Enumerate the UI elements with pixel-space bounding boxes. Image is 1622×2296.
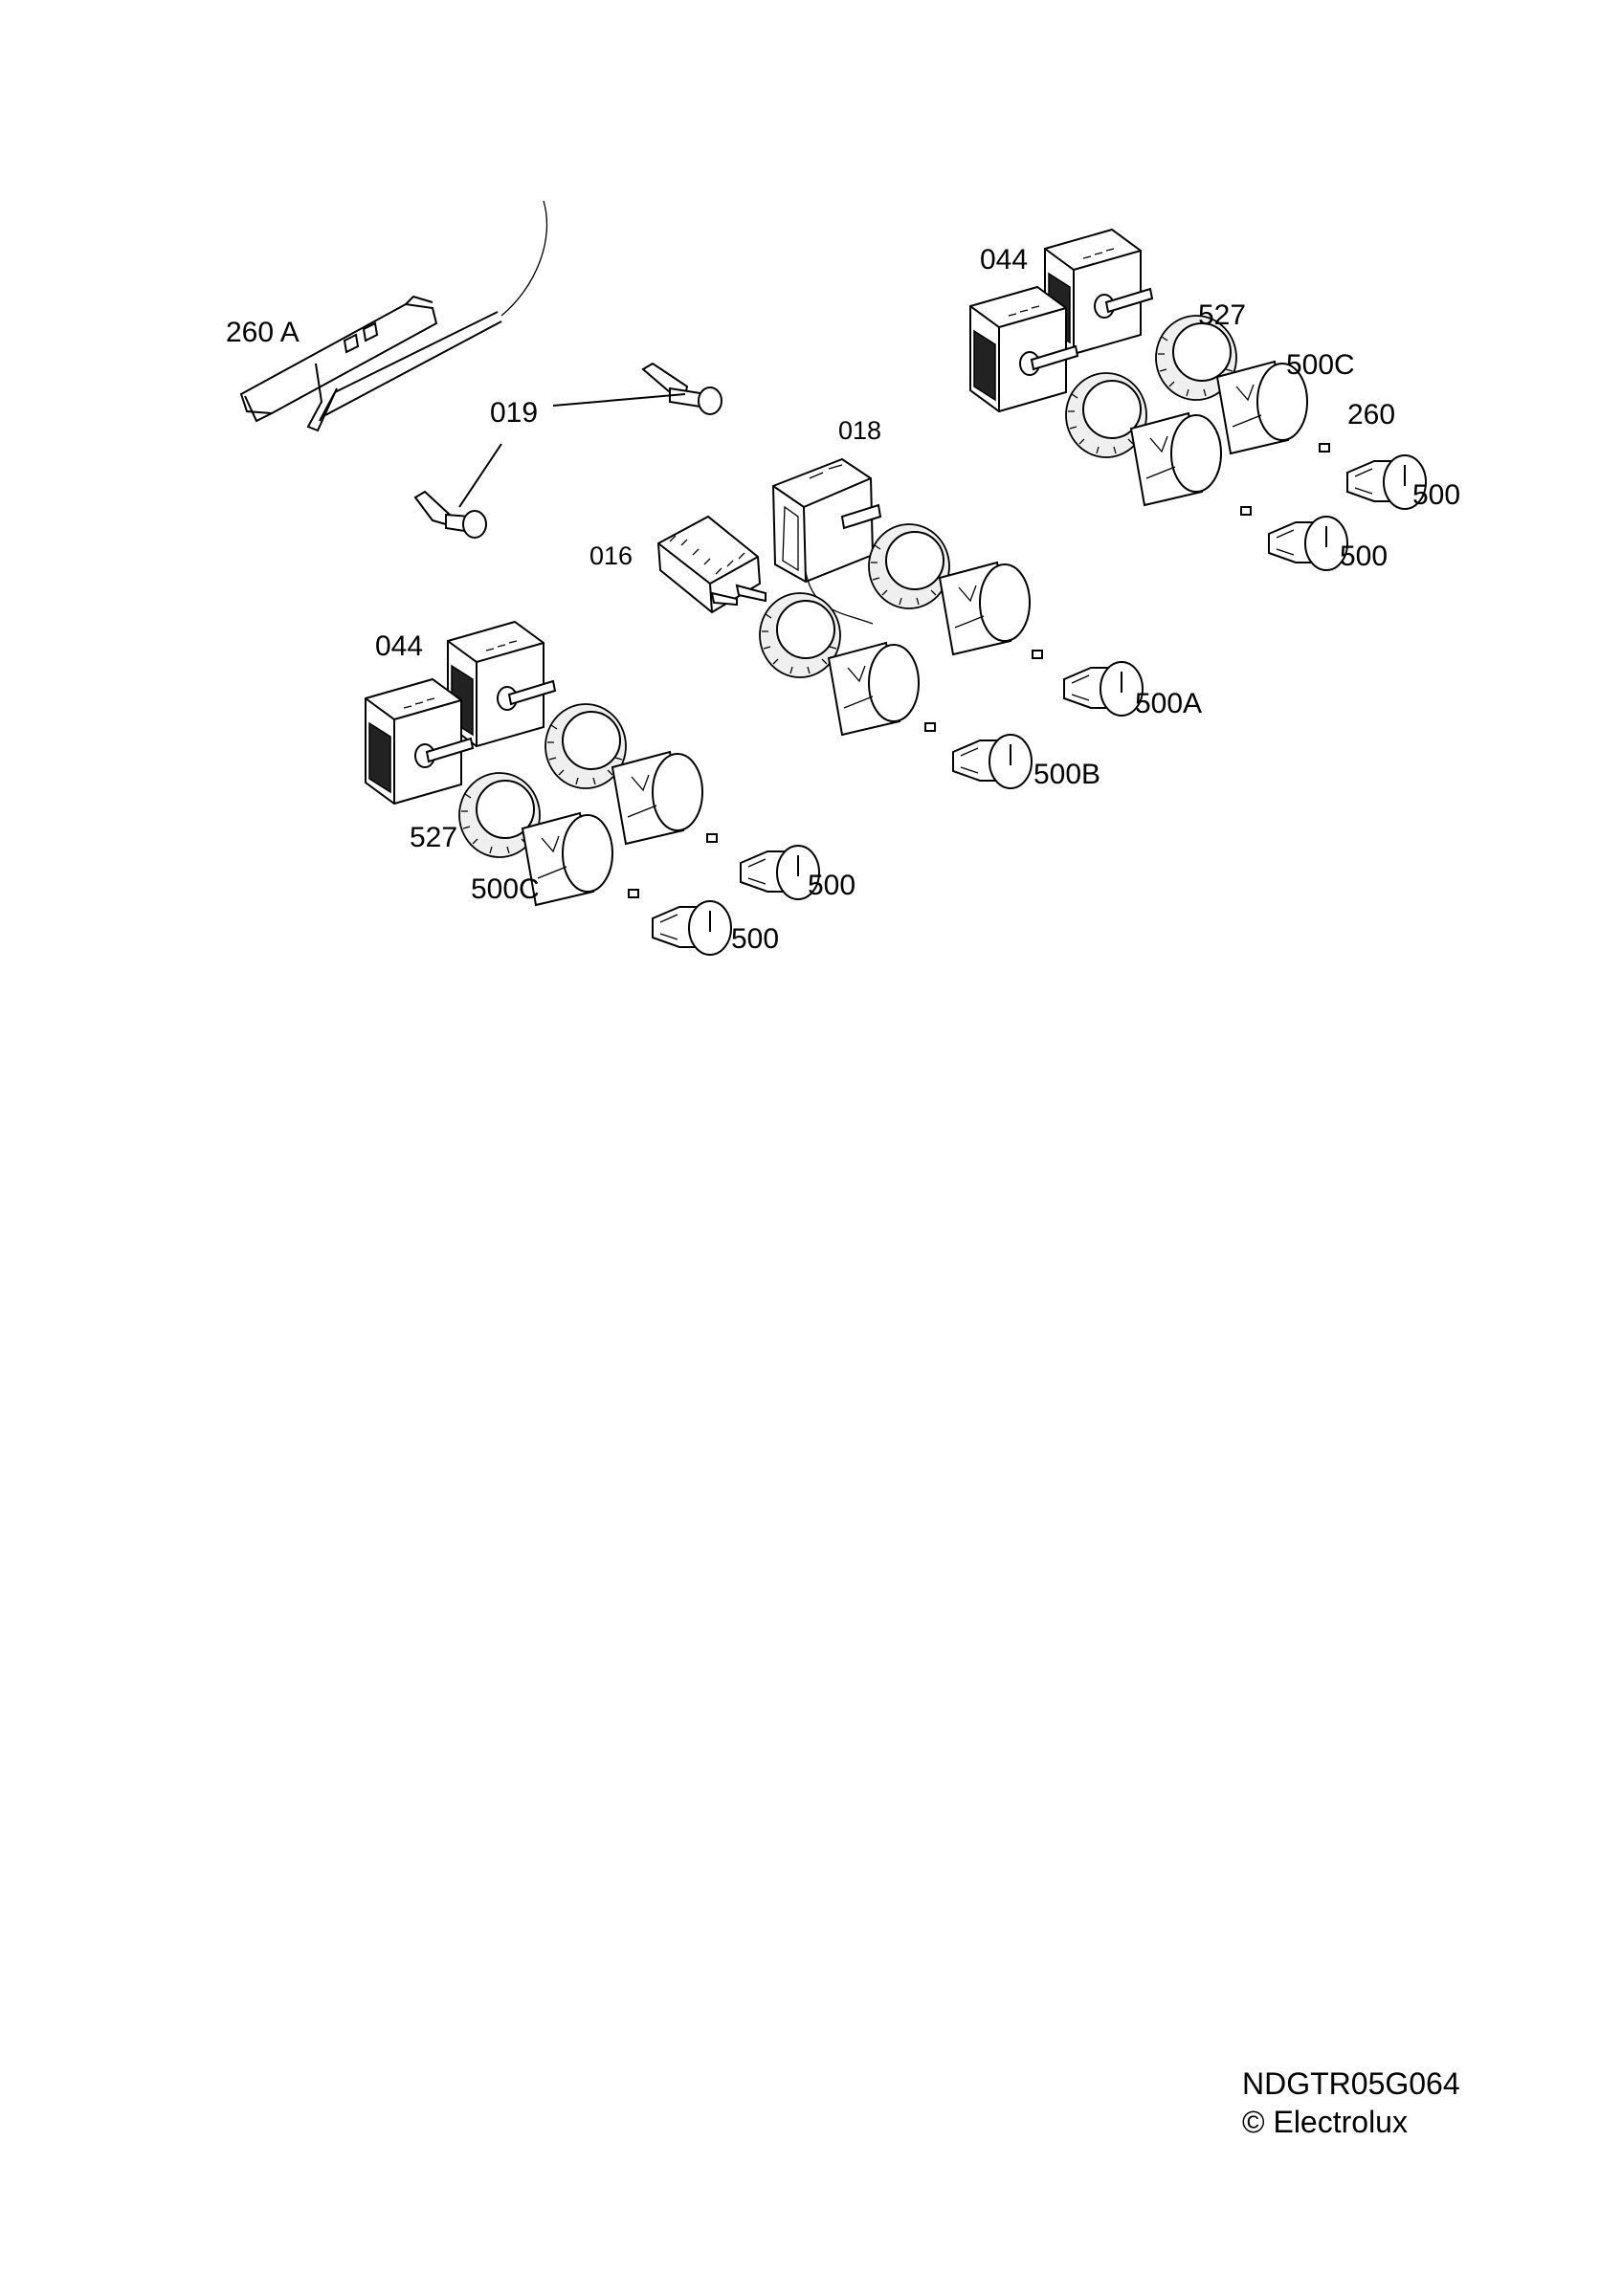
selector-016-drawing xyxy=(656,515,767,614)
document-footer: NDGTR05G064 © Electrolux xyxy=(1242,2064,1460,2141)
label-500-left-upper: 500 xyxy=(808,870,856,901)
thermostat-018-drawing xyxy=(771,457,882,625)
label-500c-left: 500C xyxy=(471,873,540,905)
label-500-left-lower: 500 xyxy=(731,923,780,955)
label-016: 016 xyxy=(589,541,633,570)
label-260: 260 xyxy=(1347,399,1396,430)
label-500b: 500B xyxy=(1033,759,1101,790)
label-527-top: 527 xyxy=(1198,299,1247,331)
drawing-code: NDGTR05G064 xyxy=(1242,2066,1460,2101)
label-500a: 500A xyxy=(1135,688,1203,719)
label-500-right-upper: 500 xyxy=(1412,479,1461,511)
label-044-left: 044 xyxy=(375,630,424,662)
label-527-left: 527 xyxy=(410,822,458,853)
bracket-260a-drawing xyxy=(239,200,548,432)
lamp-019-left-drawing xyxy=(413,443,502,539)
copyright-notice: © Electrolux xyxy=(1242,2105,1408,2139)
label-044-top: 044 xyxy=(980,244,1029,276)
label-018: 018 xyxy=(838,416,882,445)
label-019: 019 xyxy=(490,397,539,429)
lamp-019-right-drawing xyxy=(552,362,722,415)
label-260a: 260 A xyxy=(226,317,300,348)
label-500c-top: 500C xyxy=(1286,349,1355,381)
label-500-right-lower: 500 xyxy=(1340,541,1389,572)
